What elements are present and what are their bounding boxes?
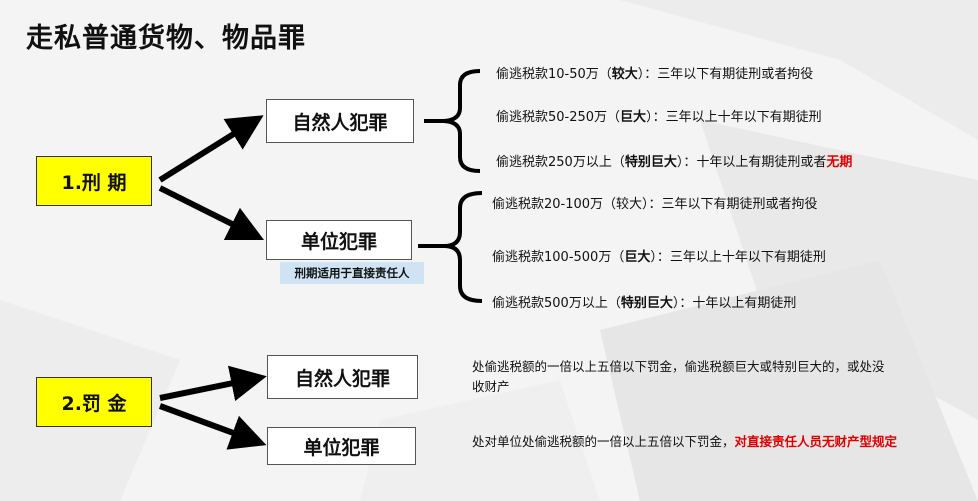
fine-box: 2.罚 金 <box>36 377 152 427</box>
punishment-term-box: 1.刑 期 <box>36 156 152 206</box>
unit-sentence-1: 偷逃税款20-100万（较大）：三年以下有期徒刑或者拘役 <box>492 197 818 212</box>
unit-term-note: 刑期适用于直接责任人 <box>280 262 424 284</box>
unit-crime-box: 单位犯罪 <box>266 220 412 260</box>
natural-person-sentence-1: 偷逃税款10-50万（较大）：三年以下有期徒刑或者拘役 <box>496 67 814 82</box>
natural-person-sentence-2: 偷逃税款50-250万（巨大）：三年以上十年以下有期徒刑 <box>496 110 822 125</box>
punishment-term-label: 1.刑 期 <box>61 171 127 194</box>
unit-sentence-3: 偷逃税款500万以上（特别巨大）：十年以上有期徒刑 <box>492 296 797 311</box>
page-title: 走私普通货物、物品罪 <box>26 23 306 54</box>
unit-crime-label: 单位犯罪 <box>300 230 377 253</box>
unit-sentence-2: 偷逃税款100-500万（巨大）：三年以上十年以下有期徒刑 <box>492 250 826 265</box>
fine-unit-box: 单位犯罪 <box>267 427 416 465</box>
natural-person-sentence-3: 偷逃税款250万以上（特别巨大）：十年以上有期徒刑或者无期 <box>496 155 853 170</box>
fine-natural-person-text: 处偷逃税额的一倍以上五倍以下罚金，偷逃税额巨大或特别巨大的，或处没收财产 <box>472 359 885 394</box>
natural-person-crime-box: 自然人犯罪 <box>266 99 414 143</box>
fine-natural-person-box: 自然人犯罪 <box>267 355 418 399</box>
fine-unit-label: 单位犯罪 <box>303 436 380 459</box>
fine-natural-person-label: 自然人犯罪 <box>294 367 390 390</box>
natural-person-crime-label: 自然人犯罪 <box>292 111 388 134</box>
fine-label: 2.罚 金 <box>61 392 127 415</box>
fine-unit-text: 处对单位处偷逃税额的一倍以上五倍以下罚金，对直接责任人员无财产型规定 <box>472 434 898 449</box>
